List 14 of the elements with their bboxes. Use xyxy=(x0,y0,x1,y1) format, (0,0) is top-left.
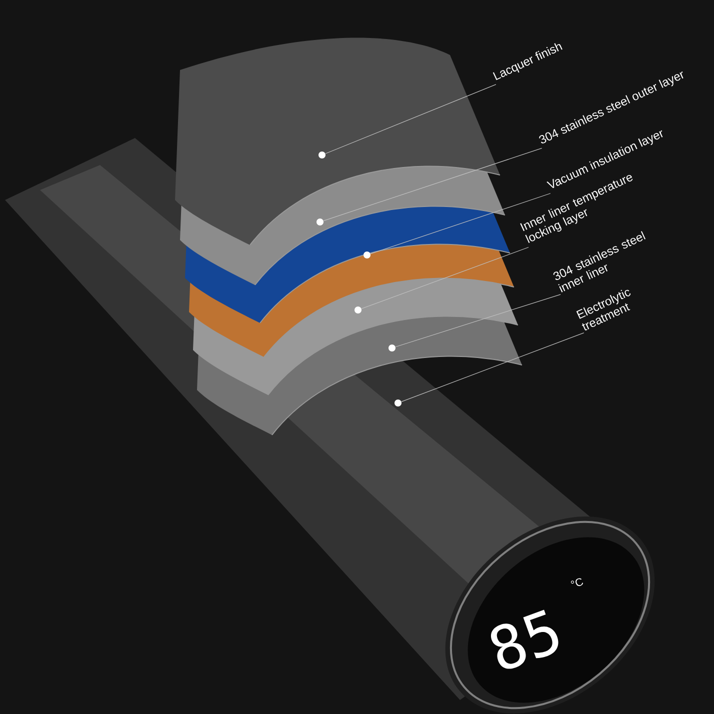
marker-dot xyxy=(364,252,370,258)
leader-line xyxy=(323,148,542,222)
temperature-display: 85 xyxy=(490,610,558,669)
leader-line xyxy=(370,193,551,254)
marker-dot xyxy=(316,218,324,226)
marker-dot xyxy=(388,344,396,352)
leader-line xyxy=(401,332,584,402)
leader-line xyxy=(325,84,496,154)
marker-dot xyxy=(394,400,402,406)
unit-symbol: °C xyxy=(570,578,584,586)
marker-dot xyxy=(354,306,362,314)
leader-line xyxy=(361,246,529,310)
marker-dot xyxy=(318,152,326,158)
leader-line xyxy=(395,294,561,348)
